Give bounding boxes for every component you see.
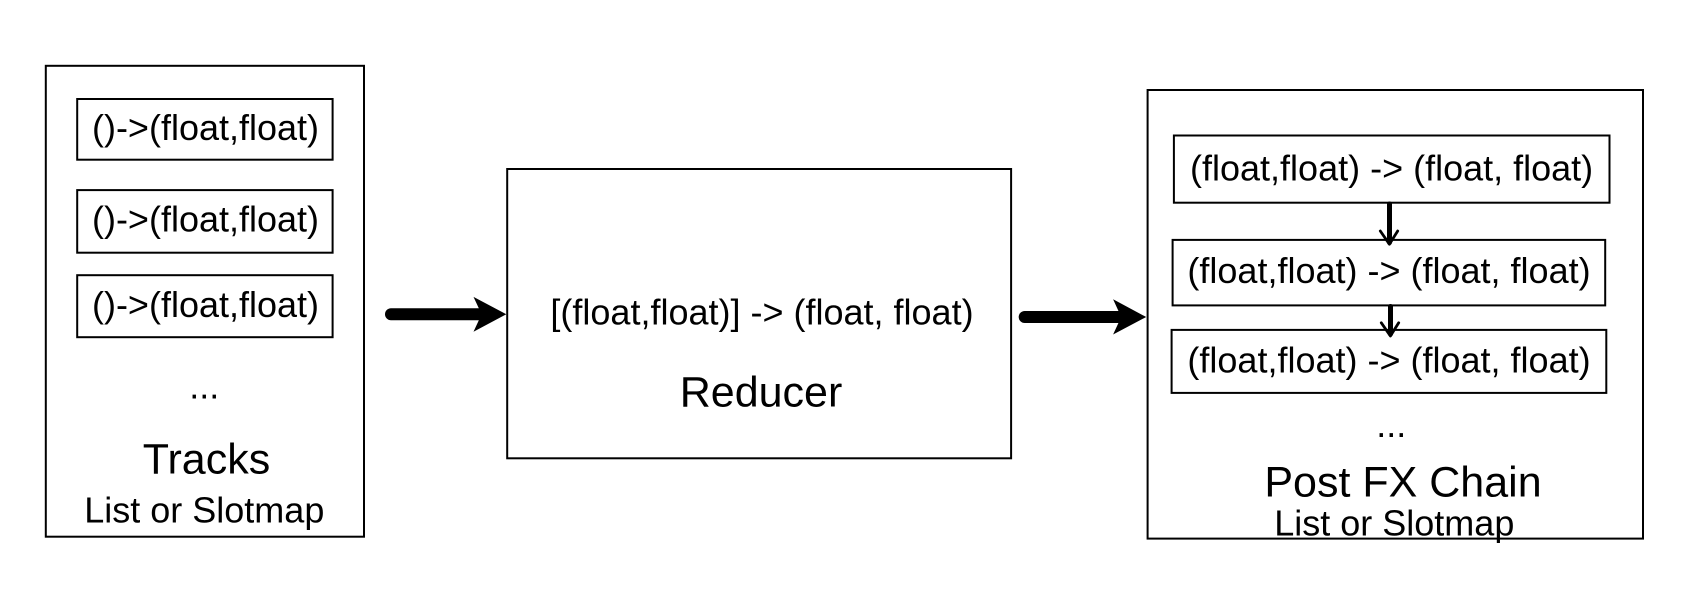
svg-text:()->(float,float): ()->(float,float) xyxy=(92,199,319,240)
svg-text:[(float,float)] -> (float, flo: [(float,float)] -> (float, float) xyxy=(550,292,973,333)
svg-text:()->(float,float): ()->(float,float) xyxy=(92,107,319,148)
svg-text:List or Slotmap: List or Slotmap xyxy=(1274,502,1514,543)
svg-text:Tracks: Tracks xyxy=(143,436,270,484)
svg-text:List or Slotmap: List or Slotmap xyxy=(84,490,324,531)
svg-text:(float,float) -> (float, float: (float,float) -> (float, float) xyxy=(1190,148,1593,189)
svg-text:Post FX Chain: Post FX Chain xyxy=(1264,459,1541,507)
svg-text:(float,float) -> (float, float: (float,float) -> (float, float) xyxy=(1187,250,1590,291)
svg-text:(float,float) -> (float, float: (float,float) -> (float, float) xyxy=(1187,340,1590,381)
svg-text:()->(float,float): ()->(float,float) xyxy=(92,284,319,325)
svg-text:Reducer: Reducer xyxy=(680,369,843,417)
svg-text:...: ... xyxy=(1376,404,1406,445)
svg-text:...: ... xyxy=(189,366,219,407)
